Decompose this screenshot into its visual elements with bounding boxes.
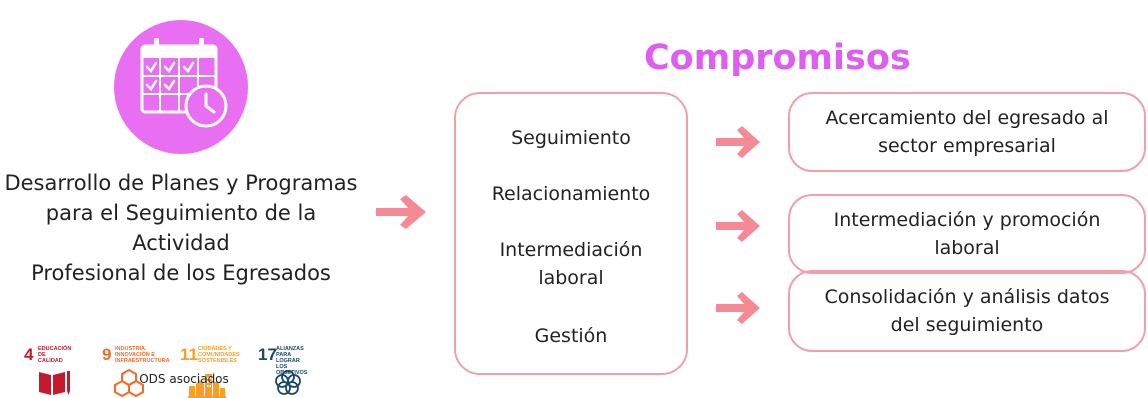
flower-rings-icon (275, 370, 301, 395)
city-icon (188, 374, 226, 398)
arrow-right-icon (716, 126, 760, 158)
arrow-right-icon (716, 210, 760, 242)
area-relacionamiento: Relacionamiento (491, 183, 651, 205)
arrow-right-icon (376, 195, 426, 229)
commitment-box-intermediacion: Intermediación y promoción laboral (788, 194, 1146, 274)
sdg-9-number: 9 (102, 345, 112, 364)
area-seguimiento: Seguimiento (511, 127, 631, 149)
program-description: Desarrollo de Planes y Programas para el… (0, 168, 362, 288)
commitment-box-consolidacion: Consolidación y análisis datos del segui… (788, 270, 1146, 352)
commitment-3-line2: del seguimiento (890, 314, 1044, 336)
program-line-1: Desarrollo de Planes y Programas (4, 171, 358, 195)
program-line-2: para el Seguimiento de la Actividad (45, 201, 317, 255)
commitment-2-line2: laboral (934, 237, 1000, 259)
program-line-3: Profesional de los Egresados (31, 261, 331, 285)
arrow-right-icon (716, 292, 760, 324)
sdg-17-number: 17 (258, 345, 277, 364)
area-intermediacion-line1: Intermediación (499, 239, 643, 261)
book-pencil-icon (39, 371, 70, 395)
sdg-11-number: 11 (180, 345, 198, 364)
calendar-clock-icon (114, 20, 248, 154)
ods-caption: ODS asociados (139, 372, 229, 386)
commitment-3-line1: Consolidación y análisis datos (824, 286, 1110, 308)
area-gestion: Gestión (534, 325, 608, 347)
cubes-icon (114, 368, 144, 398)
sdg-4-number: 4 (24, 345, 34, 364)
commitment-1-line2: sector empresarial (878, 135, 1056, 157)
commitment-box-acercamiento: Acercamiento del egresado al sector empr… (788, 92, 1146, 172)
commitment-1-line1: Acercamiento del egresado al (825, 107, 1109, 129)
area-intermediacion-line2: laboral (538, 267, 604, 289)
commitments-title: Compromisos (644, 38, 911, 78)
commitment-2-line1: Intermediación y promoción (833, 209, 1101, 231)
commitment-areas-box: Seguimiento Relacionamiento Intermediaci… (454, 92, 688, 375)
